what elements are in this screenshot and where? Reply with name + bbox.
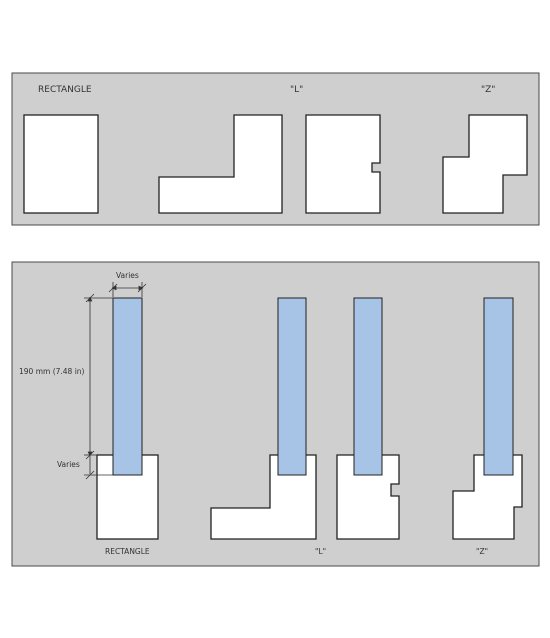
top-panel: RECTANGLE "L" "Z" [11, 72, 540, 226]
dimension-height-label: 190 mm (7.48 in) [19, 367, 85, 376]
top-rectangle-shape [23, 114, 99, 214]
stud-z [483, 297, 514, 476]
dimension-overlap: Varies [57, 454, 113, 480]
bottom-z-shape [452, 454, 523, 540]
bottom-l-shape-notched [336, 454, 400, 540]
stud-l-notched [353, 297, 383, 476]
stud-rectangle [112, 297, 143, 476]
top-z-shape [442, 114, 528, 214]
dimension-overlap-label: Varies [57, 460, 80, 469]
top-label-rectangle: RECTANGLE [38, 85, 92, 95]
dimension-width-label: Varies [116, 271, 139, 280]
stud-l-wide [277, 297, 307, 476]
top-label-l-shape: "L" [290, 85, 303, 95]
top-l-shape-notched [305, 114, 381, 214]
top-label-z-shape: "Z" [481, 85, 495, 95]
dimension-width: Varies [108, 271, 147, 297]
bottom-l-shape-wide [210, 454, 317, 540]
dimension-height: 190 mm (7.48 in) [19, 293, 113, 460]
bottom-label-rectangle: RECTANGLE [105, 547, 150, 556]
bottom-label-l-shape: "L" [315, 547, 326, 556]
top-l-shape-wide [158, 114, 283, 214]
bottom-label-z-shape: "Z" [476, 547, 488, 556]
bottom-panel: Varies 190 mm (7.48 in) Varies RECTANGLE… [11, 261, 540, 567]
